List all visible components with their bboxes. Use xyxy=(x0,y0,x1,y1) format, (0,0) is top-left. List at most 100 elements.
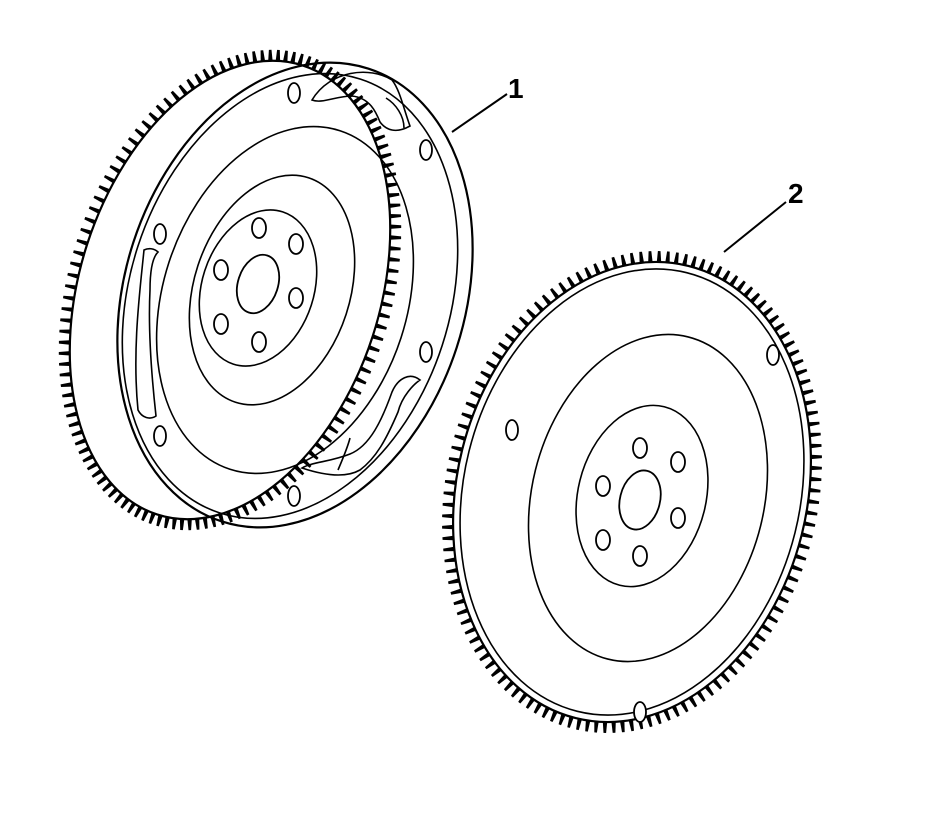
gear-2-tooth xyxy=(806,510,818,516)
gear-1-tooth xyxy=(268,49,273,61)
gear-2-tooth xyxy=(806,410,818,416)
gear-1-tooth xyxy=(372,334,384,341)
gear-1-tooth xyxy=(385,279,397,285)
gear-2-tooth xyxy=(611,256,618,269)
gear-1-tooth xyxy=(390,235,402,240)
gear-2-tooth xyxy=(584,267,593,279)
gear-2-tooth xyxy=(698,258,706,271)
flywheel-raised-ring-1 xyxy=(155,125,415,475)
gear-1-tooth xyxy=(170,90,181,102)
gear-2-tooth xyxy=(454,434,466,441)
gear-1-tooth xyxy=(156,514,163,527)
gear-1-tooth xyxy=(63,295,75,301)
gear-2-tooth xyxy=(497,674,508,685)
callout-label-1: 1 xyxy=(508,73,524,104)
gear-1-tooth xyxy=(163,97,174,108)
gear-2-tooth xyxy=(469,635,481,644)
gear-1-tooth xyxy=(178,84,188,96)
gear-1-tooth xyxy=(368,345,380,353)
gear-2-tooth xyxy=(593,263,601,275)
gear-1-tooth xyxy=(84,216,96,225)
gear-1-tooth xyxy=(241,504,250,516)
gear-2-tooth xyxy=(782,585,794,593)
gear-2-tooth xyxy=(525,697,535,709)
gear-1-tooth xyxy=(275,49,281,62)
gear-2-tooth xyxy=(504,333,516,343)
gear-2-tooth xyxy=(749,292,761,304)
gear-1-tooth xyxy=(297,53,304,66)
gear-2-tooth xyxy=(810,454,822,460)
gear-1-tooth xyxy=(243,52,250,65)
gear-1-tooth xyxy=(74,438,87,446)
gear-1-tooth xyxy=(127,502,136,514)
gear-1-tooth xyxy=(60,318,72,323)
rib-detail-1a xyxy=(385,97,405,129)
gear-1-tooth xyxy=(311,58,319,71)
gear-2-tooth xyxy=(443,491,455,497)
gear-2-tooth xyxy=(533,301,544,312)
gear-2-tooth xyxy=(727,665,738,676)
gear-1-tooth xyxy=(252,51,258,63)
gear-2-tooth xyxy=(594,721,599,733)
gear-2-tooth xyxy=(809,432,821,438)
flywheel-face-outer-1 xyxy=(116,61,474,529)
gear-1-tooth xyxy=(357,102,369,112)
gear-2-tooth xyxy=(470,391,482,399)
gear-2-tooth xyxy=(787,574,799,583)
gear-2-tooth xyxy=(807,499,820,504)
gear-2-tooth xyxy=(518,316,530,327)
gear-2-tooth xyxy=(673,252,679,264)
gear-2-tooth xyxy=(704,685,714,696)
gear-1-tooth xyxy=(59,372,71,377)
gear-1-tooth xyxy=(336,76,347,88)
gear-2-tooth xyxy=(754,632,766,642)
gear-2-tooth xyxy=(444,480,457,485)
gear-2-tooth xyxy=(566,276,576,288)
gear-1-tooth xyxy=(88,206,101,214)
gear-1-tooth xyxy=(388,193,400,198)
gear-2-tooth xyxy=(656,251,662,263)
gear-2-tooth xyxy=(799,378,811,386)
gear-1-tooth xyxy=(290,51,296,64)
gear-1-tooth xyxy=(164,516,170,529)
gear-2-tooth xyxy=(620,721,625,733)
gear-2-tooth xyxy=(541,294,552,306)
gear-2-tooth xyxy=(743,286,754,298)
gear-1-tooth xyxy=(113,492,124,504)
flexplate-hub-2 xyxy=(575,404,709,588)
gear-1-tooth xyxy=(107,487,119,498)
gear-2-tooth xyxy=(448,457,461,463)
gear-1-tooth xyxy=(370,125,382,134)
gear-2-tooth xyxy=(442,513,454,519)
gear-1-tooth xyxy=(121,146,133,156)
ring-gear-teeth-1 xyxy=(58,49,402,531)
gear-1-tooth xyxy=(260,50,266,62)
gear-1-tooth xyxy=(314,442,326,452)
gear-2-tooth xyxy=(576,718,582,731)
gear-1-tooth xyxy=(256,495,266,507)
gear-2-tooth xyxy=(443,546,455,552)
gear-1-tooth xyxy=(279,478,290,490)
gear-2-tooth xyxy=(665,251,670,263)
gear-2-tooth xyxy=(646,715,653,728)
gear-2-tooth xyxy=(474,644,486,653)
gear-2-tooth xyxy=(791,564,803,572)
gear-1-tooth xyxy=(364,355,376,364)
rib-pocket-1a xyxy=(310,71,411,132)
gear-1-tooth xyxy=(386,182,398,188)
gear-2-tooth xyxy=(720,672,731,683)
gear-1-tooth xyxy=(233,507,242,520)
gear-1-tooth xyxy=(148,512,156,524)
gear-1-tooth xyxy=(283,50,288,62)
gear-1-tooth xyxy=(66,411,78,418)
gear-1-tooth xyxy=(91,468,103,478)
gear-1-tooth xyxy=(390,224,402,229)
center-bore-2 xyxy=(618,469,662,531)
gear-2-tooth xyxy=(498,342,510,352)
bolt-hole-2c xyxy=(670,507,686,529)
gear-1-tooth xyxy=(67,272,79,279)
gear-2-tooth xyxy=(648,251,653,263)
gear-2-tooth xyxy=(442,535,454,541)
mount-hole-2b xyxy=(505,419,519,441)
gear-1-tooth xyxy=(134,128,146,138)
